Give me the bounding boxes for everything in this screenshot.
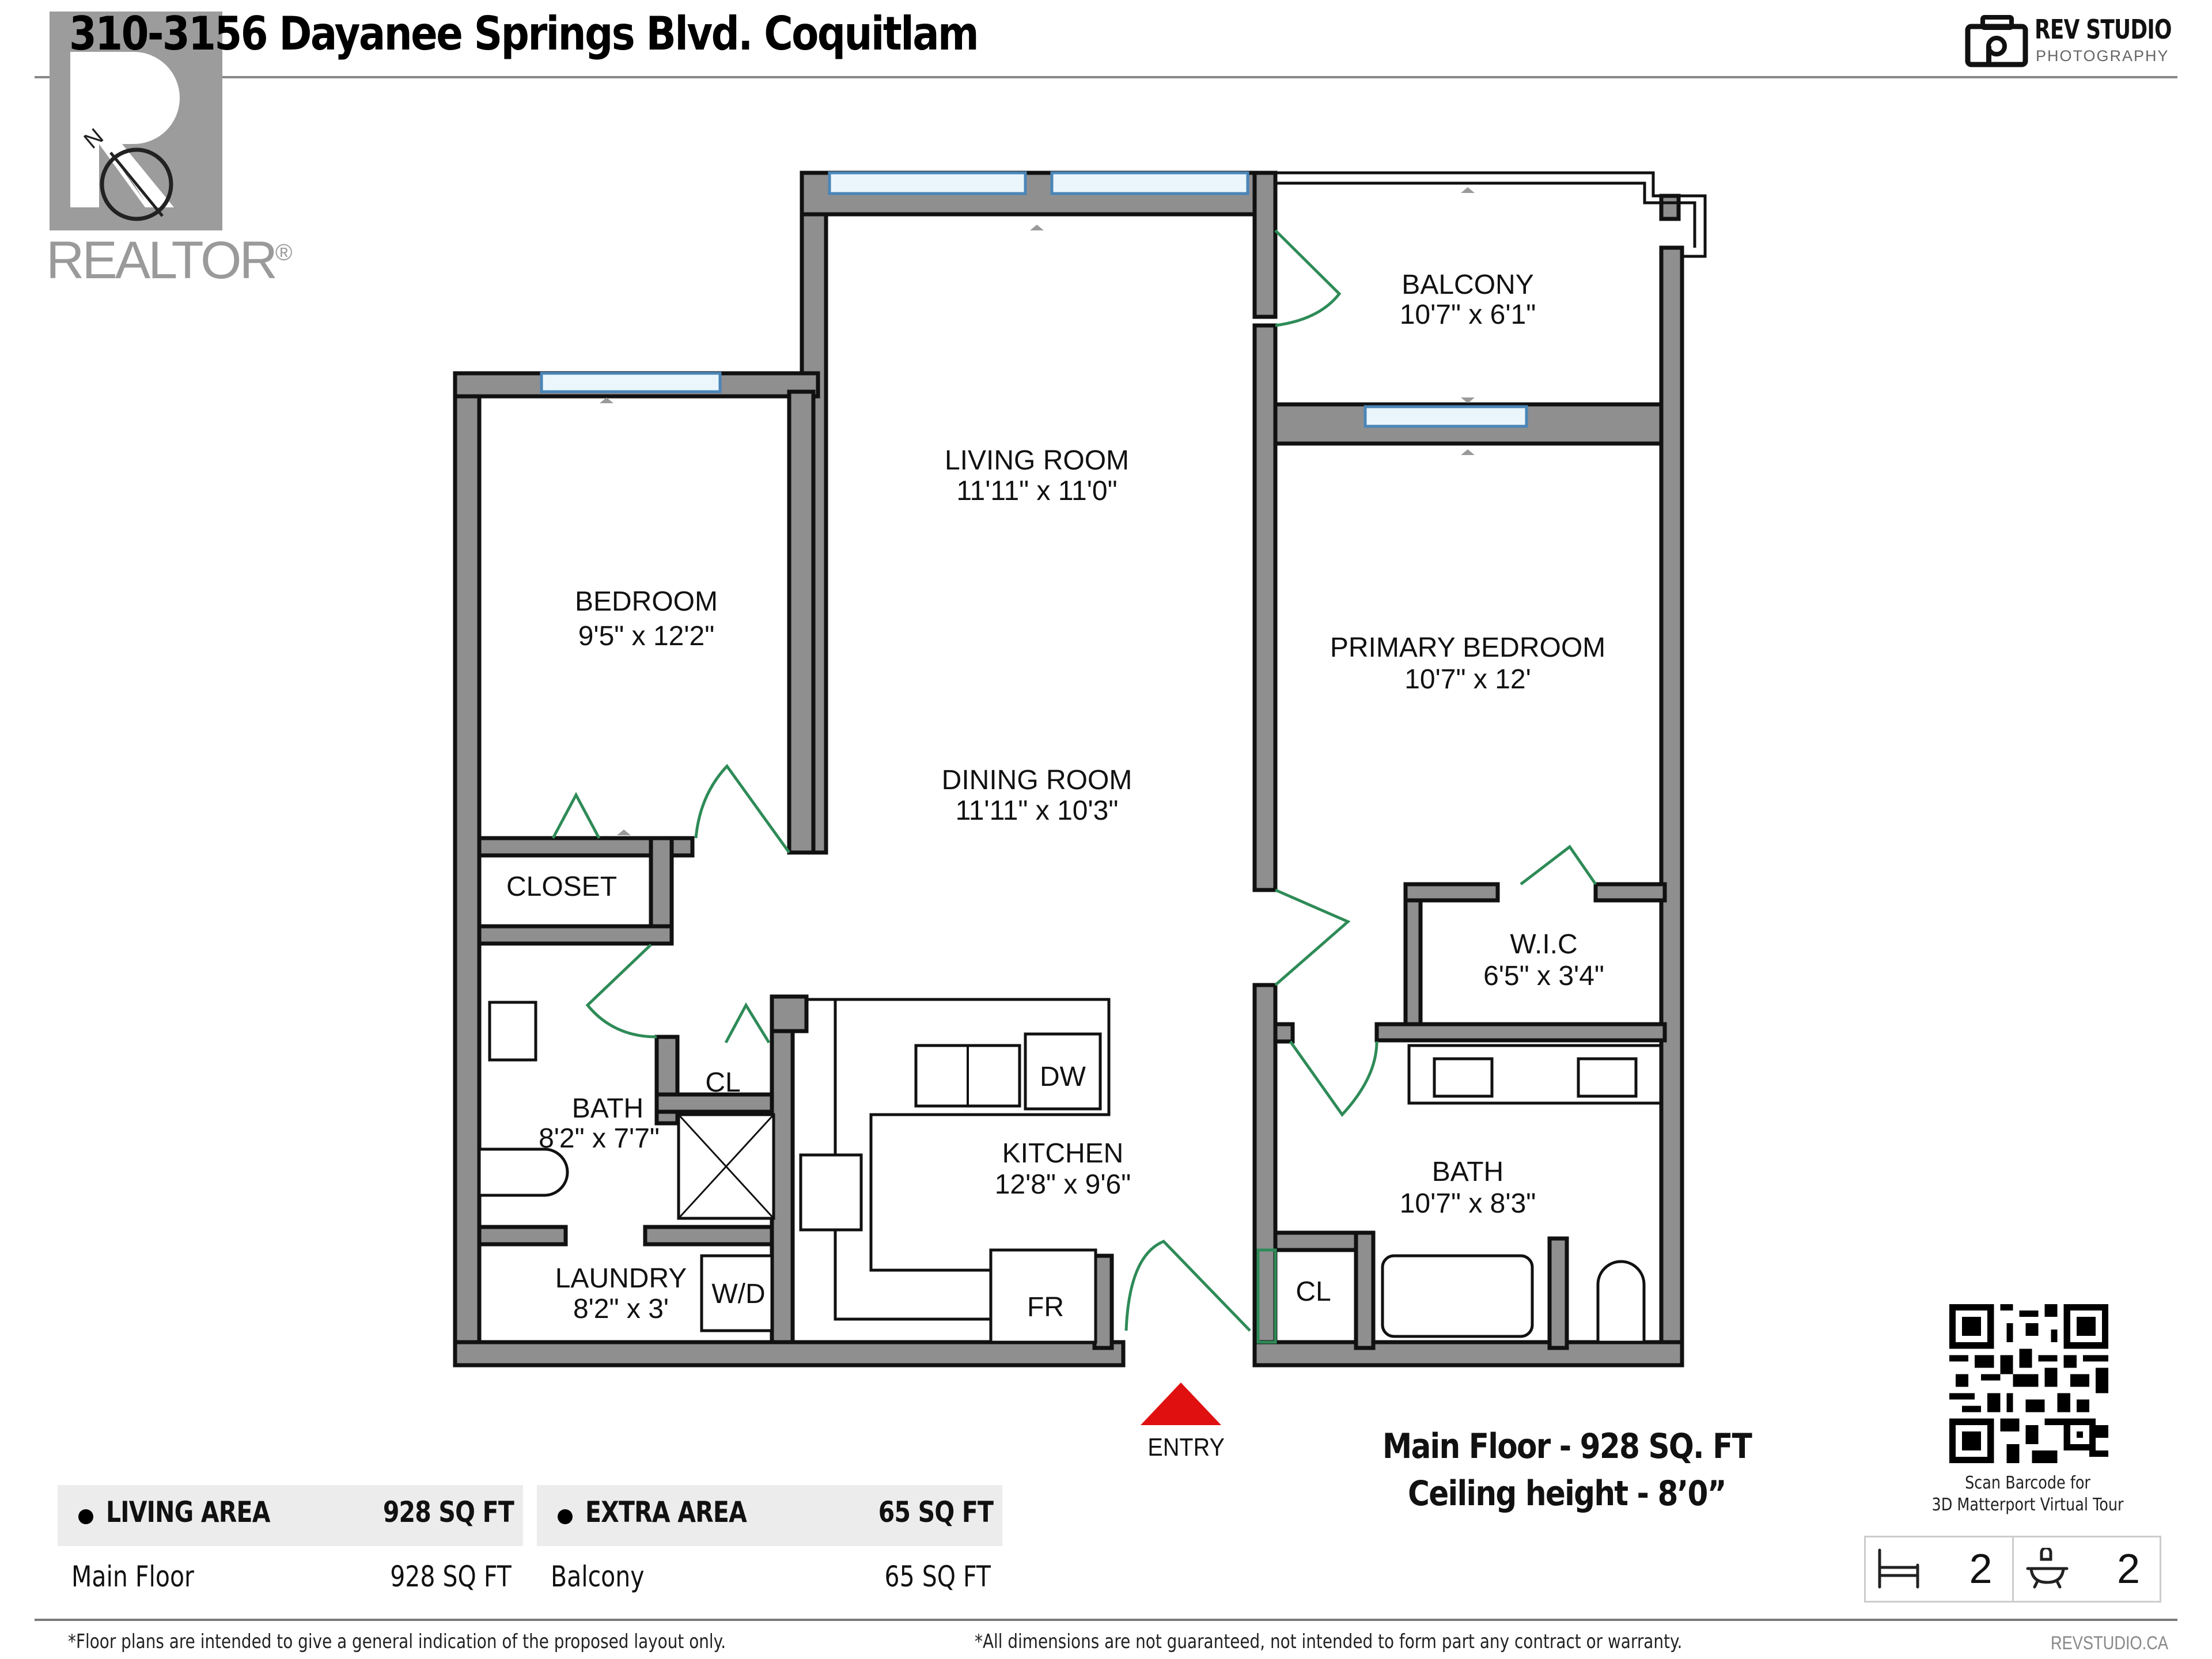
brand-subtitle: PHOTOGRAPHY bbox=[2036, 47, 2169, 65]
washer-dryer-label: W/D bbox=[711, 1279, 765, 1309]
stove-fixture bbox=[799, 1153, 863, 1232]
room-dims-laundry: 8'2" x 3' bbox=[573, 1294, 669, 1324]
washer-dryer-fixture bbox=[700, 1254, 774, 1332]
room-name-primary-bedroom: PRIMARY BEDROOM bbox=[1330, 632, 1605, 663]
room-name-wic: W.I.C bbox=[1510, 929, 1577, 960]
floor-summary: Main Floor - 928 SQ. FT Ceiling height -… bbox=[1308, 1423, 1826, 1517]
bullet-icon bbox=[78, 1509, 93, 1524]
room-name-bath2: BATH bbox=[1432, 1157, 1503, 1187]
bathroom-count-value: 2 bbox=[2116, 1546, 2140, 1592]
bottom-divider bbox=[35, 1619, 2177, 1621]
bedroom-count: 2 bbox=[1866, 1537, 2012, 1601]
dishwasher-fixture bbox=[1024, 1032, 1102, 1111]
room-name-balcony: BALCONY bbox=[1402, 270, 1533, 300]
room-dims-wic: 6'5" x 3'4" bbox=[1483, 961, 1604, 991]
toilet-icon bbox=[478, 1147, 569, 1197]
row-value: 65 SQ FT bbox=[884, 1560, 991, 1593]
living-area-header: LIVING AREA 928 SQ FT bbox=[58, 1485, 523, 1546]
bed-icon bbox=[1878, 1548, 1919, 1589]
room-labels: BALCONY 10'7" x 6'1" LIVING ROOM 11'11" … bbox=[506, 270, 1605, 1324]
room-dims-living: 11'11" x 11'0" bbox=[956, 476, 1117, 506]
sink-icon bbox=[1577, 1057, 1638, 1098]
walls bbox=[453, 171, 1684, 1368]
realtor-logo-icon: N bbox=[50, 12, 222, 230]
brand-logo: REV STUDIO PHOTOGRAPHY bbox=[1964, 12, 2183, 69]
windows bbox=[540, 171, 1528, 428]
row-name: Balcony bbox=[551, 1560, 645, 1593]
room-name-closet: CLOSET bbox=[506, 872, 617, 902]
row-value: 928 SQ FT bbox=[390, 1560, 512, 1593]
disclaimer-left: *Floor plans are intended to give a gene… bbox=[68, 1630, 726, 1653]
camera-icon bbox=[1965, 15, 2028, 67]
dimension-markers bbox=[600, 187, 1475, 835]
room-name-laundry: LAUNDRY bbox=[555, 1263, 687, 1294]
room-dims-kitchen: 12'8" x 9'6" bbox=[995, 1169, 1131, 1200]
room-name-bath1: BATH bbox=[572, 1093, 643, 1124]
floor-area-text: Main Floor - 928 SQ. FT bbox=[1382, 1426, 1752, 1467]
room-name-bedroom: BEDROOM bbox=[575, 586, 718, 617]
living-area-label: LIVING AREA bbox=[106, 1495, 270, 1529]
fixtures bbox=[478, 998, 1663, 1344]
trademark-symbol: ® bbox=[275, 240, 293, 266]
qr-caption: Scan Barcode for 3D Matterport Virtual T… bbox=[1901, 1472, 2154, 1516]
entry-arrow-icon bbox=[1141, 1382, 1221, 1425]
room-name-kitchen: KITCHEN bbox=[1002, 1138, 1124, 1169]
extra-area-label: EXTRA AREA bbox=[585, 1495, 747, 1529]
room-name-dining: DINING ROOM bbox=[942, 765, 1132, 796]
fridge-fixture bbox=[989, 1248, 1097, 1344]
website-link[interactable]: REVSTUDIO.CA bbox=[2051, 1633, 2169, 1653]
doors bbox=[551, 229, 1597, 1344]
room-dims-balcony: 10'7" x 6'1" bbox=[1400, 300, 1536, 330]
room-dims-dining: 11'11" x 10'3" bbox=[956, 796, 1119, 826]
extra-area-table: EXTRA AREA 65 SQ FT Balcony 65 SQ FT bbox=[537, 1485, 1002, 1594]
extra-area-header: EXTRA AREA 65 SQ FT bbox=[537, 1485, 1002, 1546]
room-dims-bath1: 8'2" x 7'7" bbox=[539, 1123, 660, 1154]
ceiling-height-text: Ceiling height - 8’0” bbox=[1408, 1474, 1727, 1514]
disclaimer-right: *All dimensions are not guaranteed, not … bbox=[975, 1630, 1683, 1653]
qr-caption-line2: 3D Matterport Virtual Tour bbox=[1931, 1495, 2124, 1515]
sink-icon bbox=[1433, 1057, 1494, 1098]
qr-caption-line1: Scan Barcode for bbox=[1965, 1473, 2090, 1493]
realtor-wordmark: REALTOR® bbox=[46, 230, 293, 291]
room-name-living: LIVING ROOM bbox=[945, 445, 1129, 476]
fridge-label: FR bbox=[1027, 1292, 1064, 1323]
room-counts: 2 2 bbox=[1864, 1536, 2161, 1603]
extra-area-total: 65 SQ FT bbox=[878, 1495, 994, 1529]
bathtub-icon bbox=[1381, 1254, 1534, 1338]
room-dims-bath2: 10'7" x 8'3" bbox=[1400, 1188, 1536, 1219]
qr-code-icon[interactable] bbox=[1949, 1304, 2108, 1463]
living-area-table: LIVING AREA 928 SQ FT Main Floor 928 SQ … bbox=[58, 1485, 523, 1594]
sink-icon bbox=[488, 1001, 537, 1062]
entry-label: ENTRY bbox=[1147, 1433, 1225, 1461]
realtor-text: REALTOR bbox=[46, 231, 278, 290]
bathroom-count: 2 bbox=[2012, 1537, 2160, 1601]
page-title: 310-3156 Dayanee Springs Blvd. Coquitlam bbox=[69, 7, 979, 60]
top-divider bbox=[35, 76, 2177, 78]
brand-name: REV STUDIO bbox=[2035, 14, 2172, 45]
bathtub-icon bbox=[2026, 1548, 2068, 1589]
dishwasher-label: DW bbox=[1040, 1062, 1086, 1092]
room-name-cl1: CL bbox=[705, 1067, 740, 1098]
balcony-railing bbox=[1274, 171, 1707, 258]
room-dims-bedroom: 9'5" x 12'2" bbox=[578, 621, 715, 652]
room-name-cl2: CL bbox=[1296, 1277, 1331, 1307]
living-area-total: 928 SQ FT bbox=[382, 1495, 514, 1529]
toilet-icon bbox=[1596, 1260, 1646, 1344]
bedroom-count-value: 2 bbox=[1969, 1546, 1993, 1592]
bullet-icon bbox=[558, 1509, 573, 1524]
row-name: Main Floor bbox=[71, 1560, 194, 1593]
room-dims-primary-bedroom: 10'7" x 12' bbox=[1404, 664, 1531, 695]
